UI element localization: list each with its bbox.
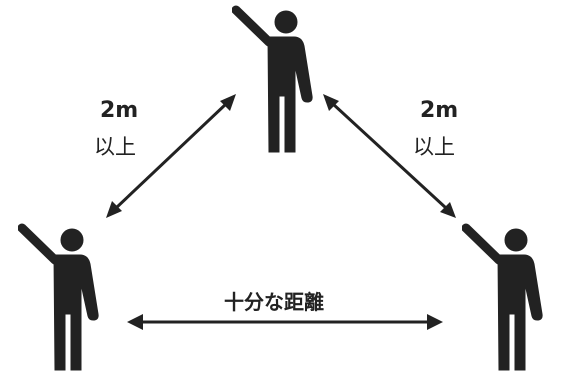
person-left-figure: [22, 228, 98, 370]
person-top-figure: [236, 10, 312, 152]
right-distance-label: 2m: [420, 98, 459, 123]
left-arrow-head-bottom: [106, 201, 122, 218]
right-arrow-head-bottom: [440, 202, 456, 218]
left-diagonal-arrow-line: [114, 102, 228, 210]
left-distance-label: 2m: [100, 98, 139, 123]
right-arrow-head-top: [323, 94, 339, 111]
left-arrow-head-top: [220, 94, 236, 111]
bottom-arrow-head-right: [427, 314, 443, 330]
right-diagonal-arrow-line: [331, 102, 448, 210]
right-distance-sublabel: 以上: [413, 135, 455, 159]
bottom-arrow-head-left: [127, 314, 143, 330]
arrows: [106, 94, 456, 330]
left-distance-sublabel: 以上: [94, 135, 136, 159]
bottom-distance-label: 十分な距離: [224, 290, 324, 314]
person-right-figure: [466, 228, 542, 370]
